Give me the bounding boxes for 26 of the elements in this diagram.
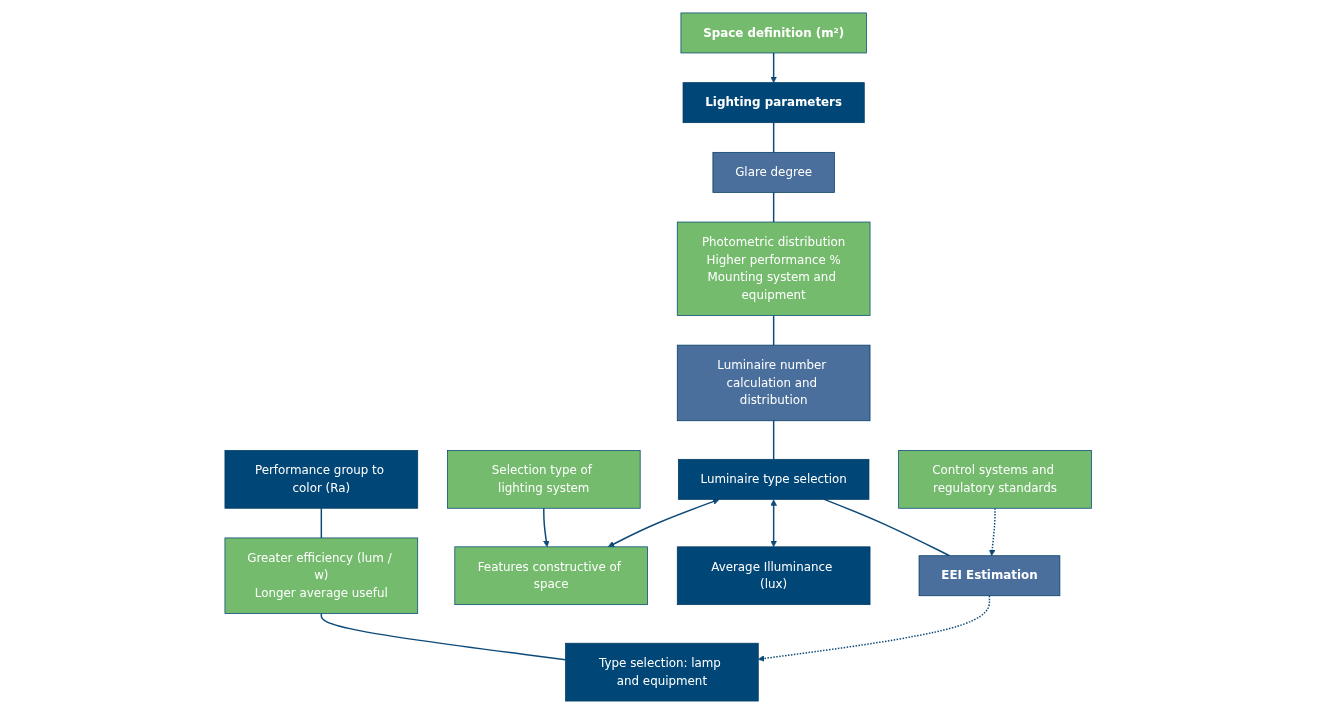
connector (823, 498, 951, 557)
node-box: Glare degree (712, 151, 836, 193)
node-box: Luminaire number calculation and distribution (677, 344, 871, 422)
arrow (758, 595, 991, 662)
node-box: Photometric distribution Higher performance % Mounting system and equipment (677, 221, 871, 316)
node-box: Performance group to color (Ra) (224, 450, 419, 509)
node-box: EEI Estimation (918, 555, 1061, 597)
node-box: Greater efficiency (lum / w) Longer average useful (224, 537, 419, 614)
connector (320, 507, 323, 539)
node-box: Space definition (m²) (680, 12, 868, 54)
node-box: Selection type of lighting system (447, 450, 641, 509)
node-box: Lighting parameters (682, 82, 865, 124)
node-box: Luminaire type selection (678, 458, 870, 500)
node-box: Control systems and regulatory standards (898, 450, 1093, 509)
connector (320, 612, 567, 661)
arrow (543, 507, 550, 548)
connector (773, 121, 775, 154)
connector (773, 191, 775, 223)
node-box: Features constructive of space (454, 546, 649, 606)
node-box: Type selection: lamp and equipment (565, 642, 759, 702)
node-box: Average Illuminance (lux) (677, 546, 871, 606)
arrow (770, 52, 778, 83)
arrow (608, 498, 720, 548)
connector (773, 314, 775, 346)
connector (773, 420, 775, 461)
arrow (770, 499, 778, 548)
